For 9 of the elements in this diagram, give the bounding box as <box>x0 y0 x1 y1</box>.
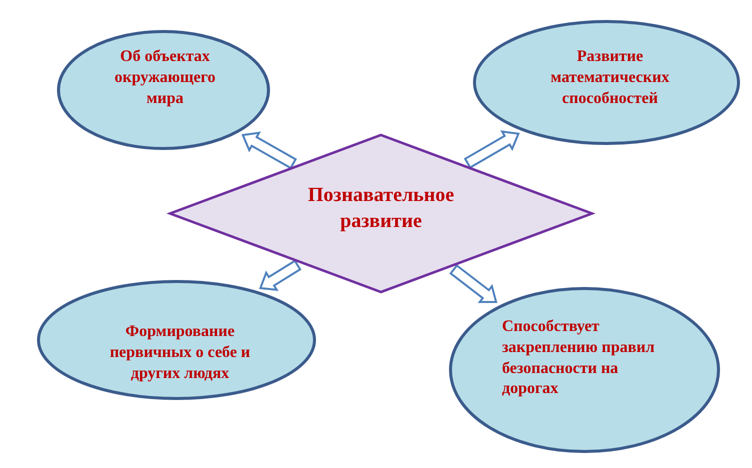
node-text: Развитие математических способностей <box>550 47 670 109</box>
node-text: Об объектах окружающего мира <box>114 47 216 109</box>
block-arrow <box>241 132 297 170</box>
node-text: Формирование первичных о себе и других людях <box>108 322 252 384</box>
block-arrow <box>259 260 302 291</box>
block-arrow <box>464 130 520 169</box>
node-text: Познавательное развитие <box>306 183 456 234</box>
node-text: Способствует закреплению правил безопасности на дорогах <box>502 317 656 400</box>
block-arrow <box>449 264 498 304</box>
